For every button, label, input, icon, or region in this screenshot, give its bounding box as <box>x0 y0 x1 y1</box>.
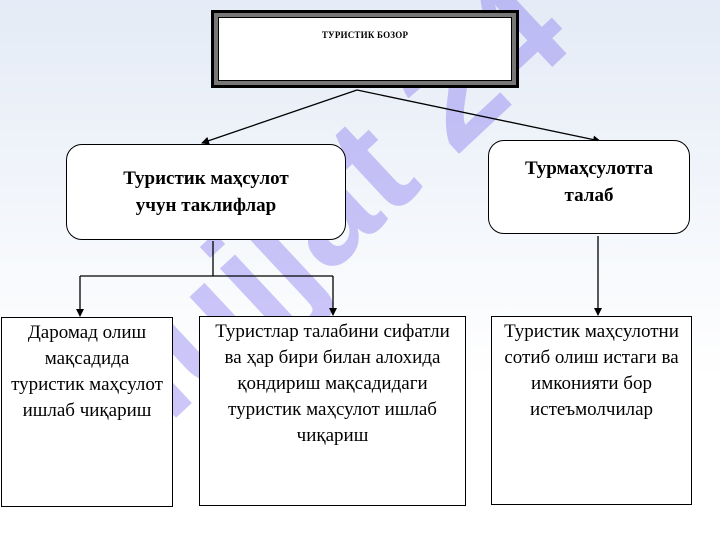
node-income-label: Даромад олиш мақсадида туристик маҳсулот… <box>11 322 163 421</box>
node-supply: Туристик маҳсулот учун таклифлар <box>66 144 346 240</box>
node-consumers-label: Туристик маҳсулотни сотиб олиш истаги ва… <box>504 321 679 420</box>
node-demand-label: Турмаҳсулотга талаб <box>525 158 653 206</box>
node-consumers: Туристик маҳсулотни сотиб олиш истаги ва… <box>491 316 692 505</box>
node-root-label: ТУРИСТИК БОЗОР <box>218 17 512 81</box>
node-income-production: Даромад олиш мақсадида туристик маҳсулот… <box>1 317 173 507</box>
edge-root-supply <box>201 89 358 145</box>
node-supply-label: Туристик маҳсулот учун таклифлар <box>123 168 289 216</box>
edge-root-demand <box>356 89 601 144</box>
node-demand: Турмаҳсулотга талаб <box>488 140 690 234</box>
node-quality-label: Туристлар талабини сифатли ва ҳар бири б… <box>215 321 450 446</box>
node-quality-production: Туристлар талабини сифатли ва ҳар бири б… <box>199 316 466 506</box>
node-root: ТУРИСТИК БОЗОР <box>211 10 519 88</box>
